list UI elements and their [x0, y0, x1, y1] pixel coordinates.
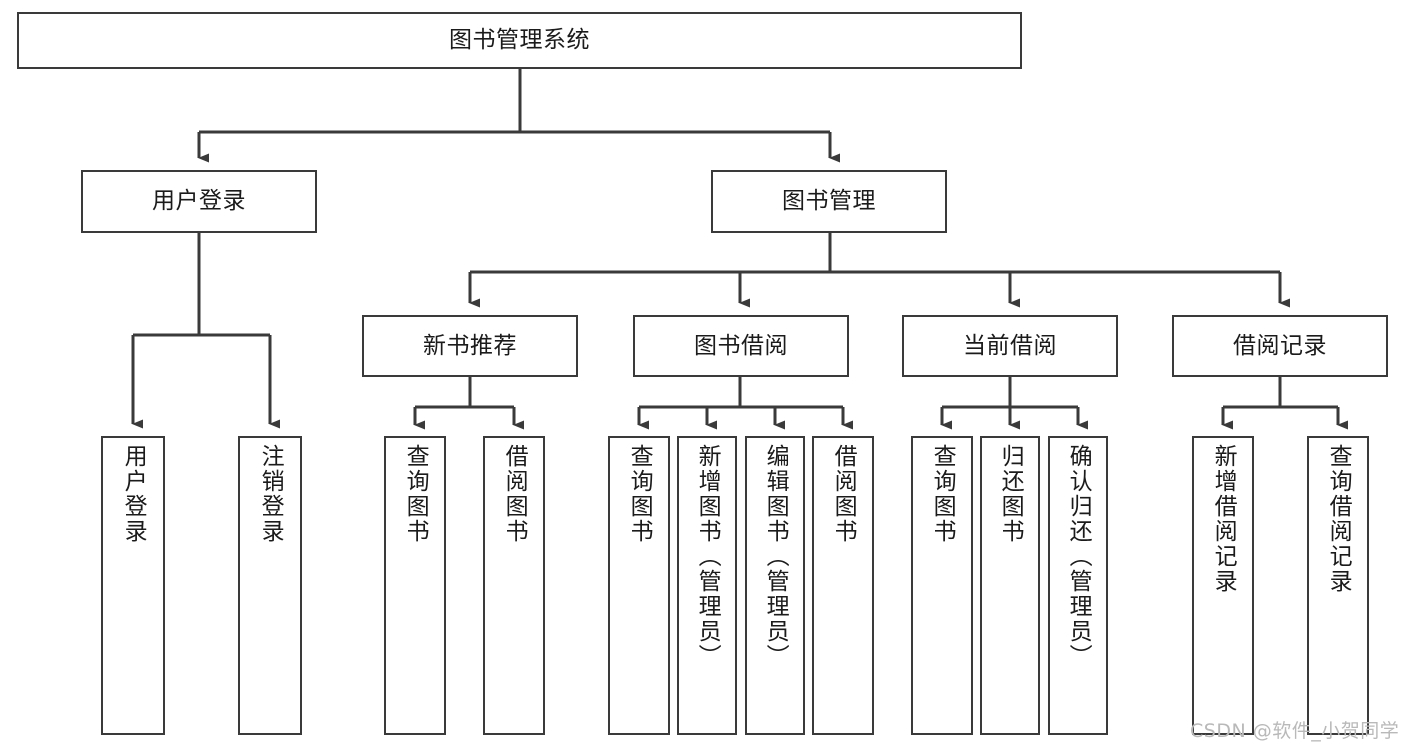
node-leaf-return-book[interactable]: 归还图书 — [980, 436, 1040, 735]
node-leaf-edit-book[interactable]: 编辑图书（管理员） — [745, 436, 805, 735]
node-user-login-label: 用户登录 — [152, 188, 246, 215]
node-root-book-management-system[interactable]: 图书管理系统 — [17, 12, 1022, 69]
node-leaf-confirm-return[interactable]: 确认归还（管理员） — [1048, 436, 1108, 735]
node-leaf-borrow-book-1-label: 借阅图书 — [501, 444, 528, 544]
node-leaf-query-book-3[interactable]: 查询图书 — [911, 436, 973, 735]
node-leaf-add-record[interactable]: 新增借阅记录 — [1192, 436, 1254, 735]
node-leaf-query-book-1[interactable]: 查询图书 — [384, 436, 446, 735]
node-book-borrow[interactable]: 图书借阅 — [633, 315, 849, 377]
node-leaf-query-book-2[interactable]: 查询图书 — [608, 436, 670, 735]
node-leaf-query-record-label: 查询借阅记录 — [1325, 444, 1352, 594]
node-leaf-borrow-book-1[interactable]: 借阅图书 — [483, 436, 545, 735]
node-leaf-return-book-label: 归还图书 — [997, 444, 1024, 544]
node-leaf-add-book-label: 新增图书（管理员） — [694, 444, 721, 669]
node-new-book-recommend-label: 新书推荐 — [423, 332, 517, 359]
node-book-management[interactable]: 图书管理 — [711, 170, 947, 233]
node-leaf-add-record-label: 新增借阅记录 — [1210, 444, 1237, 594]
node-leaf-confirm-return-label: 确认归还（管理员） — [1065, 444, 1092, 669]
node-current-borrow[interactable]: 当前借阅 — [902, 315, 1118, 377]
node-borrow-record[interactable]: 借阅记录 — [1172, 315, 1388, 377]
node-leaf-edit-book-label: 编辑图书（管理员） — [762, 444, 789, 669]
node-new-book-recommend[interactable]: 新书推荐 — [362, 315, 578, 377]
node-current-borrow-label: 当前借阅 — [963, 332, 1057, 359]
node-book-borrow-label: 图书借阅 — [694, 332, 788, 359]
node-leaf-borrow-book-2-label: 借阅图书 — [830, 444, 857, 544]
node-leaf-add-book[interactable]: 新增图书（管理员） — [677, 436, 737, 735]
node-leaf-borrow-book-2[interactable]: 借阅图书 — [812, 436, 874, 735]
node-user-login[interactable]: 用户登录 — [81, 170, 317, 233]
node-leaf-logout[interactable]: 注销登录 — [238, 436, 302, 735]
node-root-label: 图书管理系统 — [449, 27, 590, 54]
node-leaf-user-login[interactable]: 用户登录 — [101, 436, 165, 735]
node-leaf-query-book-1-label: 查询图书 — [402, 444, 429, 544]
node-leaf-logout-label: 注销登录 — [257, 444, 284, 544]
node-leaf-user-login-label: 用户登录 — [120, 444, 147, 544]
node-leaf-query-book-3-label: 查询图书 — [929, 444, 956, 544]
node-leaf-query-record[interactable]: 查询借阅记录 — [1307, 436, 1369, 735]
node-borrow-record-label: 借阅记录 — [1233, 332, 1327, 359]
node-leaf-query-book-2-label: 查询图书 — [626, 444, 653, 544]
node-book-management-label: 图书管理 — [782, 188, 876, 215]
